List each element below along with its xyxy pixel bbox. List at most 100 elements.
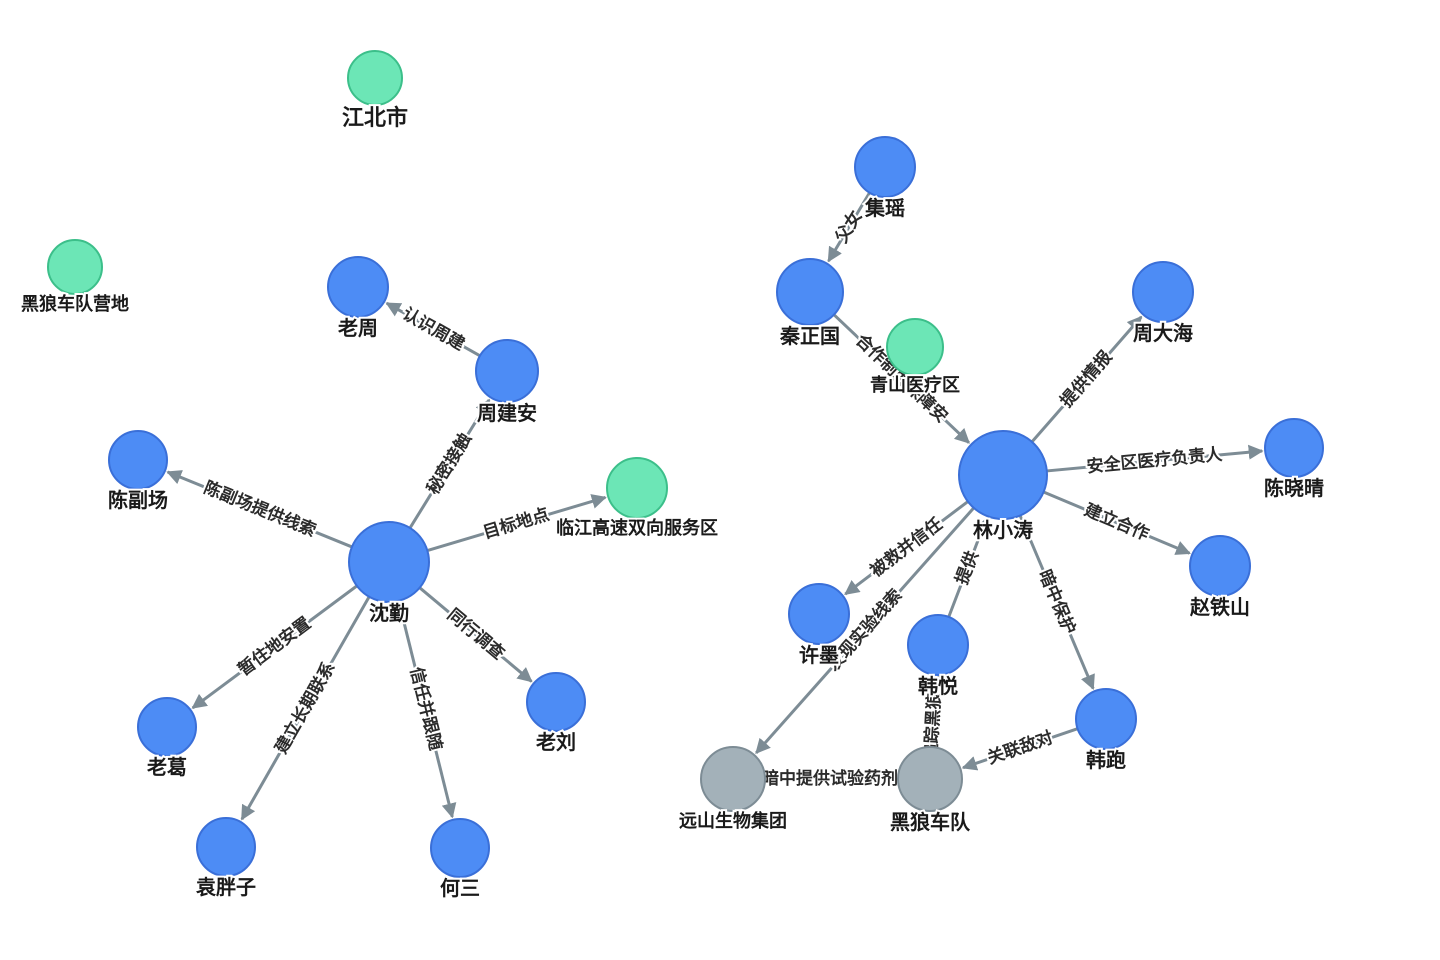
node-circle[interactable] bbox=[1075, 688, 1137, 750]
node-label: 集瑶 bbox=[864, 196, 905, 220]
edge-jiyao-qinzhengguo bbox=[827, 191, 871, 263]
node-hanpao[interactable]: 韩跑 bbox=[1075, 688, 1137, 774]
node-label: 林小涛 bbox=[973, 518, 1033, 542]
node-label: 韩悦 bbox=[918, 674, 958, 698]
node-label: 周大海 bbox=[1133, 321, 1193, 345]
node-laoliu[interactable]: 老刘 bbox=[526, 672, 586, 756]
edge-hanpao-heilang bbox=[961, 727, 1079, 771]
node-chenxiaoqing[interactable]: 陈晓晴 bbox=[1262, 418, 1326, 502]
node-chenfuchang[interactable]: 陈副场 bbox=[106, 430, 170, 514]
node-yuanpangzi[interactable]: 袁胖子 bbox=[193, 817, 258, 901]
node-yuanshan[interactable]: 远山生物集团 bbox=[677, 746, 789, 834]
node-circle[interactable] bbox=[1132, 261, 1194, 323]
edge-label: 暗中提供试验药剂 bbox=[762, 768, 898, 789]
node-zhaotieshan[interactable]: 赵铁山 bbox=[1187, 535, 1252, 621]
node-label: 赵铁山 bbox=[1189, 595, 1250, 619]
node-laoge[interactable]: 老葛 bbox=[137, 697, 197, 781]
node-heilang[interactable]: 黑狼车队 bbox=[888, 746, 973, 836]
node-label: 秦正国 bbox=[779, 324, 840, 348]
edge-label: 信任并跟随 bbox=[406, 665, 447, 753]
node-circle[interactable] bbox=[886, 318, 944, 376]
node-label: 老葛 bbox=[147, 755, 187, 779]
node-label: 黑狼车队营地 bbox=[21, 293, 129, 315]
node-circle[interactable] bbox=[854, 136, 916, 198]
edge-shenqin-chenfuchang bbox=[166, 470, 353, 549]
edge-linxiaotao-hanpao bbox=[1018, 514, 1095, 690]
node-jiangbei[interactable]: 江北市 bbox=[340, 50, 410, 133]
edge-label: 提供 bbox=[951, 548, 983, 587]
node-circle[interactable] bbox=[108, 430, 168, 490]
node-linxiaotao[interactable]: 林小涛 bbox=[958, 430, 1048, 544]
node-hanyue[interactable]: 韩悦 bbox=[907, 614, 969, 700]
edge-label: 被救并信任 bbox=[866, 513, 946, 581]
edge-label: 暗中保护 bbox=[1034, 567, 1080, 638]
edge-shenqin-hesan bbox=[397, 600, 457, 819]
node-circle[interactable] bbox=[1264, 418, 1324, 478]
edge-zhoujianan-laozhou bbox=[385, 301, 481, 358]
edge-label: 提供情报 bbox=[1056, 347, 1117, 412]
node-label: 陈副场 bbox=[108, 488, 168, 512]
node-circle[interactable] bbox=[907, 614, 969, 676]
node-zhoudahai[interactable]: 周大海 bbox=[1131, 261, 1195, 347]
node-circle[interactable] bbox=[348, 521, 430, 603]
node-label: 老刘 bbox=[536, 730, 576, 754]
node-label: 沈勤 bbox=[369, 601, 409, 625]
edge-linxiaotao-zhoudahai bbox=[1030, 315, 1143, 443]
edge-shenqin-yuanpangzi bbox=[240, 595, 371, 821]
node-circle[interactable] bbox=[347, 50, 403, 106]
edge-hanyue-linxiaotao bbox=[947, 517, 989, 618]
edge-linxiaotao-xumo bbox=[844, 500, 969, 596]
edge-label: 建立长期联系 bbox=[271, 658, 340, 757]
edge-label: 陈副场提供线索 bbox=[201, 477, 319, 541]
edge-hanyue-heilang bbox=[925, 674, 941, 746]
node-label: 袁胖子 bbox=[195, 875, 256, 899]
node-label: 周建安 bbox=[477, 401, 537, 425]
node-circle[interactable] bbox=[1189, 535, 1251, 597]
node-zhoujianan[interactable]: 周建安 bbox=[475, 339, 539, 427]
node-qingshan[interactable]: 青山医疗区 bbox=[868, 318, 962, 398]
node-label: 许墨 bbox=[799, 643, 839, 667]
edge-label: 关联敌对 bbox=[985, 727, 1056, 769]
node-linjiang[interactable]: 临江高速双向服务区 bbox=[554, 457, 720, 541]
node-circle[interactable] bbox=[788, 583, 850, 645]
edge-label: 秘密接触 bbox=[422, 429, 476, 498]
node-circle[interactable] bbox=[958, 430, 1048, 520]
node-circle[interactable] bbox=[196, 817, 256, 877]
node-hesan[interactable]: 何三 bbox=[430, 818, 490, 902]
node-label: 韩跑 bbox=[1086, 748, 1126, 772]
node-label: 青山医疗区 bbox=[870, 374, 960, 396]
edge-linxiaotao-zhaotieshan bbox=[1042, 490, 1191, 555]
edge-label: 父女 bbox=[830, 207, 866, 248]
node-qinzhengguo[interactable]: 秦正国 bbox=[776, 258, 844, 350]
node-circle[interactable] bbox=[327, 256, 389, 318]
node-shenqin[interactable]: 沈勤 bbox=[348, 521, 430, 627]
edge-label: 暂住地安置 bbox=[234, 613, 315, 681]
edge-shenqin-laoliu bbox=[418, 586, 533, 683]
node-label: 江北市 bbox=[342, 105, 408, 131]
edge-label: 目标地点 bbox=[481, 504, 552, 544]
node-label: 陈晓晴 bbox=[1264, 476, 1324, 500]
node-circle[interactable] bbox=[137, 697, 197, 757]
node-circle[interactable] bbox=[475, 339, 539, 403]
node-jiyao[interactable]: 集瑶 bbox=[854, 136, 916, 222]
node-circle[interactable] bbox=[776, 258, 844, 326]
edge-label: 建立合作 bbox=[1081, 499, 1152, 545]
node-label: 黑狼车队 bbox=[890, 810, 971, 834]
node-heilang_camp[interactable]: 黑狼车队营地 bbox=[19, 239, 131, 317]
node-circle[interactable] bbox=[606, 457, 668, 519]
node-xumo[interactable]: 许墨 bbox=[788, 583, 850, 669]
node-circle[interactable] bbox=[700, 746, 766, 812]
node-label: 远山生物集团 bbox=[679, 810, 787, 832]
edge-shenqin-linjiang bbox=[426, 494, 607, 553]
edge-linxiaotao-yuanshan bbox=[755, 506, 975, 754]
node-circle[interactable] bbox=[526, 672, 586, 732]
node-laozhou[interactable]: 老周 bbox=[327, 256, 389, 342]
node-circle[interactable] bbox=[897, 746, 963, 812]
node-circle[interactable] bbox=[47, 239, 103, 295]
node-circle[interactable] bbox=[430, 818, 490, 878]
edge-label: 同行调查 bbox=[443, 604, 509, 664]
node-label: 何三 bbox=[440, 876, 480, 900]
node-label: 老周 bbox=[338, 316, 378, 340]
